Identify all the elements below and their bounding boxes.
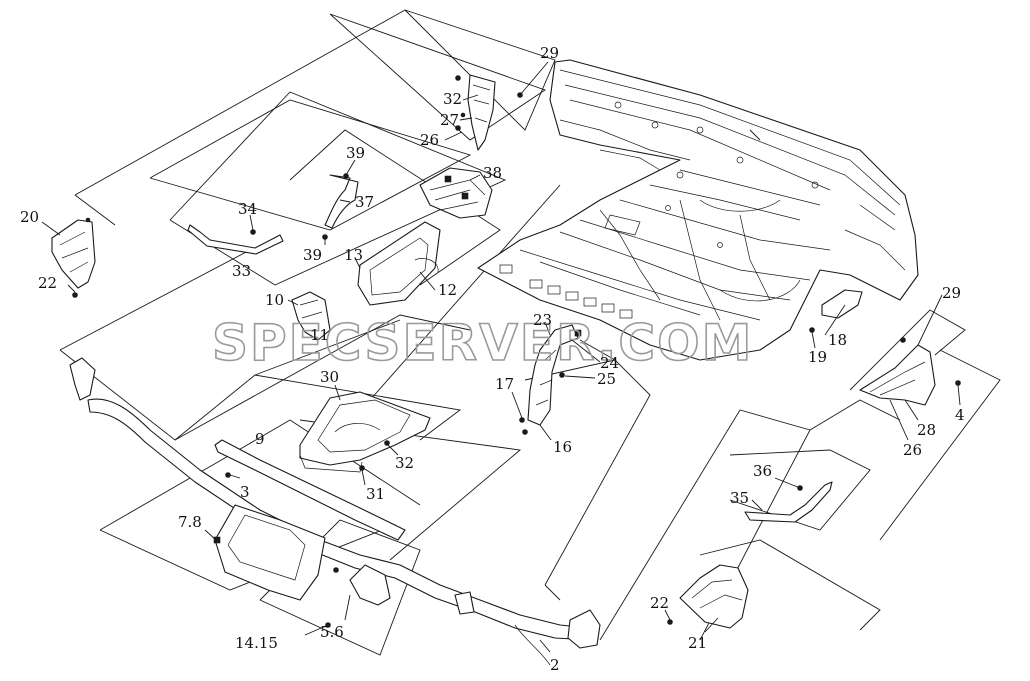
callout-9: 9 (255, 430, 265, 448)
leader-lines (41, 61, 961, 653)
callout-10: 10 (265, 291, 284, 309)
callout-32a: 32 (443, 90, 462, 108)
part-10-bracket (291, 291, 331, 341)
callout-13: 13 (344, 246, 363, 264)
callout-30: 30 (320, 368, 339, 386)
callout-19: 19 (808, 348, 827, 366)
callout-32b: 32 (395, 454, 414, 472)
callout-39a: 39 (346, 144, 365, 162)
callout-14-15: 14.15 (235, 634, 278, 652)
part-28-bracket (859, 337, 961, 406)
callout-20: 20 (20, 208, 39, 226)
part-37-rod (322, 173, 359, 240)
callout-39b: 39 (303, 246, 322, 264)
part-18-clip (809, 289, 863, 333)
callout-25: 25 (597, 370, 616, 388)
callout-2: 2 (550, 656, 560, 674)
part-30-cover (299, 391, 431, 473)
callout-31: 31 (366, 485, 385, 503)
callout-38: 38 (483, 164, 502, 182)
callout-29a: 29 (540, 44, 559, 62)
part-bracket-upper (455, 74, 523, 151)
part-38-mechanism (419, 167, 493, 219)
callout-17: 17 (495, 375, 514, 393)
watermark: SPECSERVER.COM (212, 314, 753, 372)
callout-28: 28 (917, 421, 936, 439)
callout-23: 23 (533, 311, 552, 329)
callout-26a: 26 (420, 131, 439, 149)
callout-37: 37 (355, 193, 374, 211)
part-33-strap (187, 224, 284, 255)
callout-35: 35 (730, 489, 749, 507)
callout-27: 27 (440, 111, 459, 129)
part-2-pipe (69, 357, 601, 666)
part-23-hanger (519, 324, 582, 435)
callout-5-6: 5.6 (320, 623, 344, 641)
callout-3: 3 (240, 483, 250, 501)
callout-7-8: 7.8 (178, 513, 202, 531)
part-21-shield (667, 564, 749, 629)
callout-16: 16 (553, 438, 572, 456)
callout-11: 11 (310, 326, 329, 344)
callout-12: 12 (438, 281, 457, 299)
callout-33: 33 (232, 262, 251, 280)
callout-4: 4 (955, 406, 965, 424)
callout-18: 18 (828, 331, 847, 349)
callout-22a: 22 (38, 274, 57, 292)
part-9-beam (214, 439, 406, 541)
floor-panel-assembly (477, 59, 919, 361)
part-35-strap (744, 481, 833, 523)
callout-29b: 29 (942, 284, 961, 302)
callout-labels: 29 32 27 26 38 39 37 34 33 39 20 22 13 1… (20, 44, 965, 674)
part-5-6-bracket (325, 564, 391, 628)
callout-36: 36 (753, 462, 772, 480)
callout-26b: 26 (903, 441, 922, 459)
part-7-8-mount (213, 504, 326, 601)
callout-21: 21 (688, 634, 707, 652)
callout-24: 24 (600, 354, 619, 372)
callout-34: 34 (238, 200, 257, 218)
part-20-shield (51, 217, 96, 298)
callout-22b: 22 (650, 594, 669, 612)
part-12-panel (357, 221, 441, 306)
